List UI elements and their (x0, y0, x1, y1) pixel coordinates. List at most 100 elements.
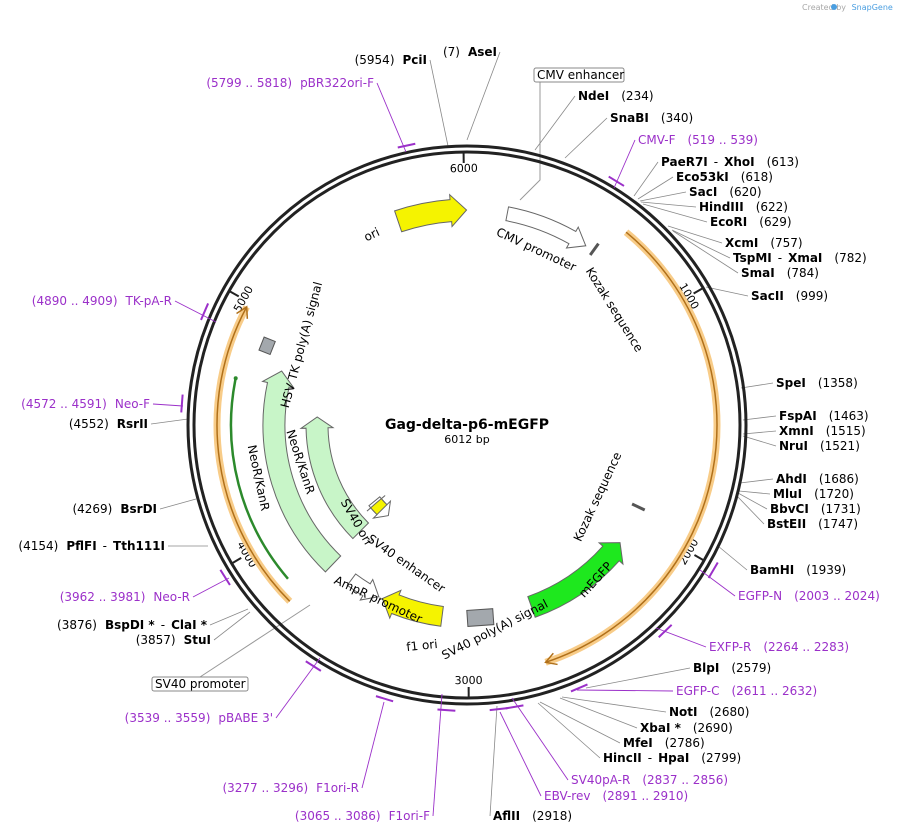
site-label[interactable]: HindIII(622) (699, 200, 788, 214)
primer-label[interactable]: (5799 .. 5818)pBR322ori-F (206, 76, 374, 90)
kozak-feature[interactable] (589, 242, 600, 256)
site-label[interactable]: BlpI(2579) (693, 661, 771, 675)
site-label[interactable]: XbaI *(2690) (640, 721, 733, 735)
tick-label: 3000 (455, 674, 483, 687)
sv40-polya-feature[interactable] (466, 608, 495, 627)
primer-leader (613, 139, 636, 189)
site-leader (705, 286, 749, 297)
site-label[interactable]: AhdI(1686) (776, 472, 859, 486)
site-leader (559, 697, 638, 729)
primer-label[interactable]: (3065 .. 3086)F1ori-F (295, 809, 430, 823)
primer-label[interactable]: (3539 .. 3559)pBABE 3' (125, 711, 273, 725)
site-label[interactable]: (4269)BsrDI (72, 502, 157, 516)
plasmid-name: Gag-delta-p6-mEGFP (385, 417, 549, 433)
primer-label[interactable]: EGFP-C(2611 .. 2632) (676, 684, 817, 698)
site-leader (150, 418, 189, 425)
site-label[interactable]: PaeR7I-XhoI(613) (661, 155, 799, 169)
feature-label: Kozak sequence (571, 450, 625, 544)
kozak-feature[interactable] (631, 502, 646, 512)
feature-label-box (151, 676, 249, 692)
primer-mark (707, 562, 719, 579)
site-label[interactable]: XmnI(1515) (779, 424, 866, 438)
site-label[interactable]: BbvCI(1731) (770, 502, 861, 516)
primer-label[interactable]: EGFP-N(2003 .. 2024) (738, 589, 880, 603)
site-label[interactable]: (3876)BspDI *-ClaI * (57, 618, 208, 632)
neor-inner-feature[interactable] (299, 416, 370, 540)
primer-mark (397, 142, 416, 149)
cmv-promoter-feature[interactable] (505, 206, 587, 249)
site-label[interactable]: MfeI(2786) (623, 736, 705, 750)
site-label[interactable]: (4154)PflFI-Tth111I (18, 539, 165, 553)
primer-leader (699, 569, 736, 597)
site-leader (633, 161, 659, 197)
hsv-tk-polya-feature[interactable] (258, 336, 276, 356)
megfp-feature[interactable] (527, 542, 624, 618)
primer-leader (511, 697, 569, 781)
site-label[interactable]: (7)AseI (443, 45, 497, 59)
site-label[interactable]: SnaBI(340) (610, 111, 693, 125)
site-label[interactable]: (3857)StuI (136, 633, 211, 647)
site-label[interactable]: HincII-HpaI(2799) (603, 751, 741, 765)
site-leader (642, 203, 708, 223)
site-label[interactable]: TspMI-XmaI(782) (733, 251, 867, 265)
primer-leader (576, 689, 674, 692)
site-label[interactable]: NruI(1521) (779, 439, 860, 453)
primer-leader (655, 627, 707, 648)
site-label[interactable]: BamHI(1939) (750, 563, 846, 577)
orf-arrowhead (544, 652, 558, 666)
site-label[interactable]: FspAI(1463) (779, 409, 869, 423)
site-label[interactable]: (5954)PciI (355, 53, 427, 67)
primer-label[interactable]: (4890 .. 4909)TK-pA-R (32, 294, 172, 308)
site-label[interactable]: XcmI(757) (725, 236, 803, 250)
tick-mark (693, 287, 704, 295)
site-label[interactable]: SpeI(1358) (776, 376, 858, 390)
sv40-ori-feature[interactable] (366, 495, 388, 516)
snapgene-logo-icon (831, 4, 837, 10)
neor-outer-feature[interactable] (261, 370, 342, 573)
neor-orf-line (229, 377, 289, 580)
site-leader (742, 415, 777, 421)
primer-label[interactable]: (3277 .. 3296)F1ori-R (222, 781, 359, 795)
tick-mark (693, 554, 705, 562)
site-leader (213, 611, 251, 641)
orf-arrowhead (236, 305, 249, 319)
site-leader (585, 667, 691, 689)
site-label[interactable]: (4552)RsrII (69, 417, 148, 431)
site-label[interactable]: MluI(1720) (773, 487, 854, 501)
site-label[interactable]: BstEII(1747) (767, 517, 858, 531)
site-leader (671, 229, 731, 259)
feature-label: SV40 poly(A) signal (439, 597, 550, 663)
f1ori-feature[interactable] (381, 589, 444, 627)
primer-label[interactable]: (4572 .. 4591)Neo-F (21, 397, 150, 411)
feature-label-box (533, 67, 625, 83)
feature-label: f1 ori (406, 637, 439, 654)
site-leader (717, 545, 748, 571)
site-label[interactable]: SacI(620) (689, 185, 762, 199)
site-label[interactable]: NdeI(234) (578, 89, 654, 103)
primer-label[interactable]: SV40pA-R(2837 .. 2856) (571, 773, 728, 787)
primer-label[interactable]: EXFP-R(2264 .. 2283) (709, 640, 849, 654)
primer-leader (192, 577, 230, 598)
ampr-promoter-feature[interactable] (346, 573, 380, 601)
site-label[interactable]: Eco53kI(618) (676, 170, 773, 184)
primer-label[interactable]: CMV-F(519 .. 539) (638, 133, 758, 147)
primer-mark (219, 569, 231, 586)
site-label[interactable]: SmaI(784) (741, 266, 819, 280)
primer-leader (361, 701, 385, 789)
primer-mark (505, 704, 524, 710)
site-leader (537, 702, 601, 759)
feature-label: CMV enhancer (537, 68, 624, 82)
site-leader (736, 495, 765, 525)
site-label[interactable]: NotI(2680) (669, 705, 749, 719)
primer-label[interactable]: (3962 .. 3981)Neo-R (60, 590, 190, 604)
primer-leader (499, 711, 542, 797)
ori-feature[interactable] (393, 193, 468, 233)
site-label[interactable]: SacII(999) (751, 289, 828, 303)
tick-mark (231, 557, 242, 565)
primer-leader (152, 403, 184, 407)
site-label[interactable]: AflII(2918) (493, 809, 572, 823)
leader-line (519, 82, 541, 201)
primer-label[interactable]: EBV-rev(2891 .. 2910) (544, 789, 688, 803)
site-label[interactable]: EcoRI(629) (710, 215, 792, 229)
